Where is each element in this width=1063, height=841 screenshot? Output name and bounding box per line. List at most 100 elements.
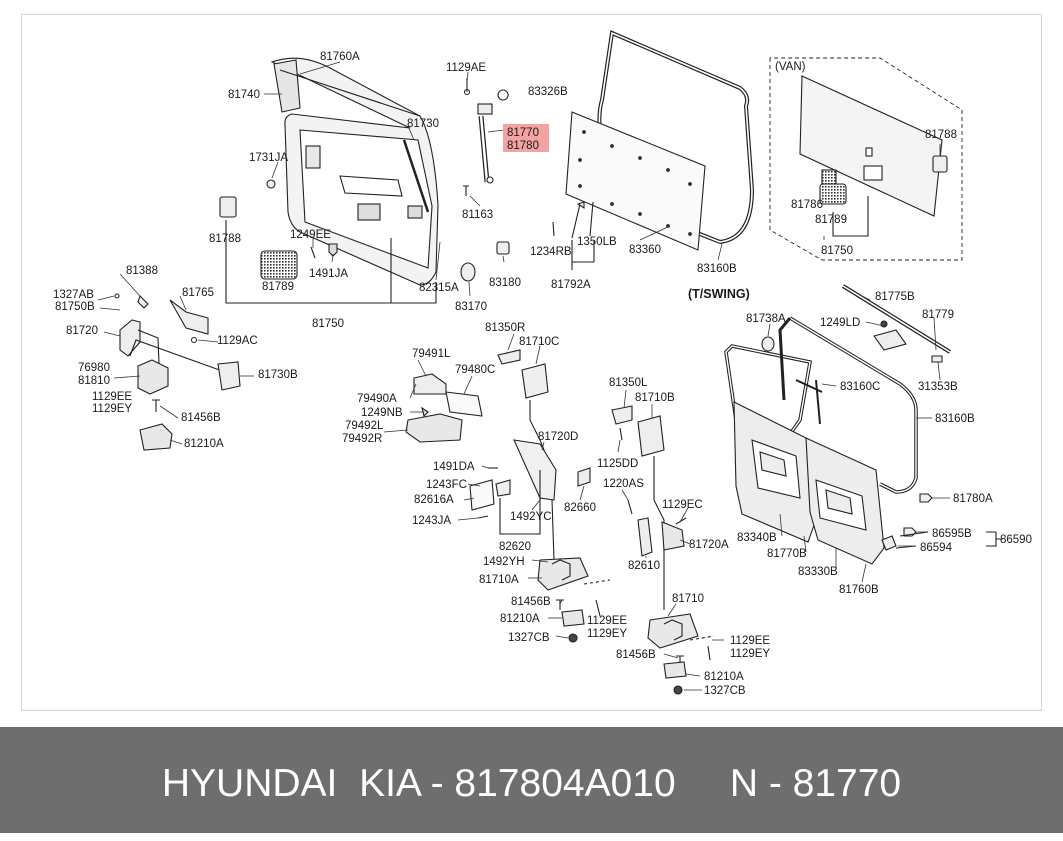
label-83326B: 83326B	[528, 86, 568, 98]
label-83180: 83180	[489, 277, 521, 289]
label-81770B: 81770B	[767, 548, 807, 560]
label-83330B: 83330B	[798, 566, 838, 578]
label-79490A: 79490A	[357, 393, 397, 405]
label-81388: 81388	[126, 265, 158, 277]
label-1234RB: 1234RB	[530, 246, 572, 258]
label-81710B: 81710B	[635, 392, 675, 404]
label-81710: 81710	[672, 593, 704, 605]
label-86594: 86594	[920, 542, 953, 554]
label-1492YC: 1492YC	[510, 511, 552, 523]
label-1243JA: 1243JA	[412, 515, 451, 527]
label-81730B: 81730B	[258, 369, 298, 381]
label-1129AE: 1129AE	[446, 62, 486, 74]
label-1125DD: 1125DD	[597, 458, 638, 470]
leader-lines	[97, 61, 950, 691]
label-1327AB: 1327AB	[53, 289, 94, 301]
screw-1249EE	[310, 246, 316, 259]
label-1249EE: 1249EE	[290, 229, 331, 241]
tailgate-trim-panel	[270, 57, 439, 286]
label-82616A: 82616A	[414, 494, 454, 506]
label-83340B: 83340B	[737, 532, 777, 544]
label-81210A-c: 81210A	[704, 671, 744, 683]
label-81780A: 81780A	[953, 493, 993, 505]
label-81750B: 81750B	[55, 301, 95, 313]
label-1129AC: 1129AC	[217, 335, 258, 347]
label-1491DA: 1491DA	[433, 461, 475, 473]
label-1129EY-c: 1129EY	[730, 648, 770, 660]
label-81720A-a: 81720A	[689, 539, 729, 551]
label-83160B-a: 83160B	[697, 263, 737, 275]
label-79492L: 79492L	[345, 420, 384, 432]
label-1129EE-c: 1129EE	[730, 635, 770, 647]
label-81770: 81770	[507, 127, 539, 139]
part-drawings	[114, 30, 1002, 695]
label-82620: 82620	[499, 541, 531, 553]
label-81789-a: 81789	[262, 281, 294, 293]
label-81765: 81765	[182, 287, 214, 299]
gas-strut	[463, 78, 509, 196]
label-83170: 83170	[455, 301, 487, 313]
label-83360: 83360	[629, 244, 661, 256]
clip-1491JA	[328, 243, 338, 257]
label-81788-a: 81788	[209, 233, 241, 245]
latch-assembly-center	[405, 349, 611, 643]
label-1350LB: 1350LB	[577, 236, 617, 248]
label-81789-b: 81789	[815, 214, 847, 226]
clip-1731JA	[266, 179, 276, 189]
label-81788-b: 81788	[925, 129, 957, 141]
grille-81789	[260, 250, 298, 280]
label-82315A: 82315A	[419, 282, 459, 294]
label-31353B: 31353B	[918, 381, 958, 393]
rod-81792A	[571, 201, 594, 239]
label-1129EE-a: 1129EE	[92, 391, 132, 403]
label-83160C: 83160C	[840, 381, 880, 393]
label-81786: 81786	[791, 199, 823, 211]
label-81775B: 81775B	[875, 291, 915, 303]
label-81720: 81720	[66, 325, 98, 337]
label-86595B: 86595B	[932, 528, 972, 540]
bumper-83170	[460, 262, 476, 282]
label-81760A: 81760A	[320, 51, 360, 63]
label-81792A: 81792A	[551, 279, 591, 291]
label-81750-a: 81750	[312, 318, 344, 330]
label-79491L: 79491L	[412, 348, 451, 360]
label-81710A: 81710A	[479, 574, 519, 586]
label-76980: 76980	[78, 362, 110, 374]
label-81456B-b: 81456B	[511, 596, 551, 608]
label-81163: 81163	[462, 209, 493, 221]
label-81710C: 81710C	[519, 336, 559, 348]
glass-panel-83360	[565, 111, 706, 251]
label-81810: 81810	[78, 375, 110, 387]
part-number-caption: HYUNDAI KIA - 817804A010 N - 81770	[161, 762, 902, 805]
label-81780: 81780	[507, 140, 539, 152]
bumper-83180	[496, 241, 510, 255]
label-81720D: 81720D	[538, 431, 578, 443]
label-1249NB: 1249NB	[361, 407, 403, 419]
label-81350R: 81350R	[485, 322, 525, 334]
label-1249LD: 1249LD	[820, 317, 860, 329]
label-van: (VAN)	[775, 61, 806, 73]
swing-doors	[724, 284, 1002, 565]
highlight-box	[503, 124, 549, 152]
label-1491JA: 1491JA	[309, 268, 348, 280]
label-1731JA: 1731JA	[249, 152, 288, 164]
label-81210A-a: 81210A	[184, 438, 224, 450]
label-1327CB-a: 1327CB	[508, 632, 550, 644]
label-81350L: 81350L	[609, 377, 648, 389]
label-81456B-a: 81456B	[181, 412, 221, 424]
label-81760B: 81760B	[839, 584, 879, 596]
part-labels: 81760A 81740 81730 1731JA 81788 1249EE 1…	[53, 51, 1032, 697]
label-81730: 81730	[407, 118, 439, 130]
label-81740: 81740	[228, 89, 260, 101]
label-1327CB-b: 1327CB	[704, 685, 746, 697]
parts-diagram: 81760A 81740 81730 1731JA 81788 1249EE 1…	[53, 30, 1032, 697]
label-1129EE-b: 1129EE	[587, 615, 627, 627]
latch-assembly-right	[611, 405, 715, 695]
footer-bar: HYUNDAI KIA - 817804A010 N - 81770	[0, 727, 1063, 833]
label-81750-b: 81750	[821, 245, 853, 257]
label-81738A: 81738A	[746, 313, 786, 325]
label-1129EY-b: 1129EY	[587, 628, 627, 640]
label-1129EC: 1129EC	[662, 499, 703, 511]
label-1129EY-a: 1129EY	[92, 403, 132, 415]
